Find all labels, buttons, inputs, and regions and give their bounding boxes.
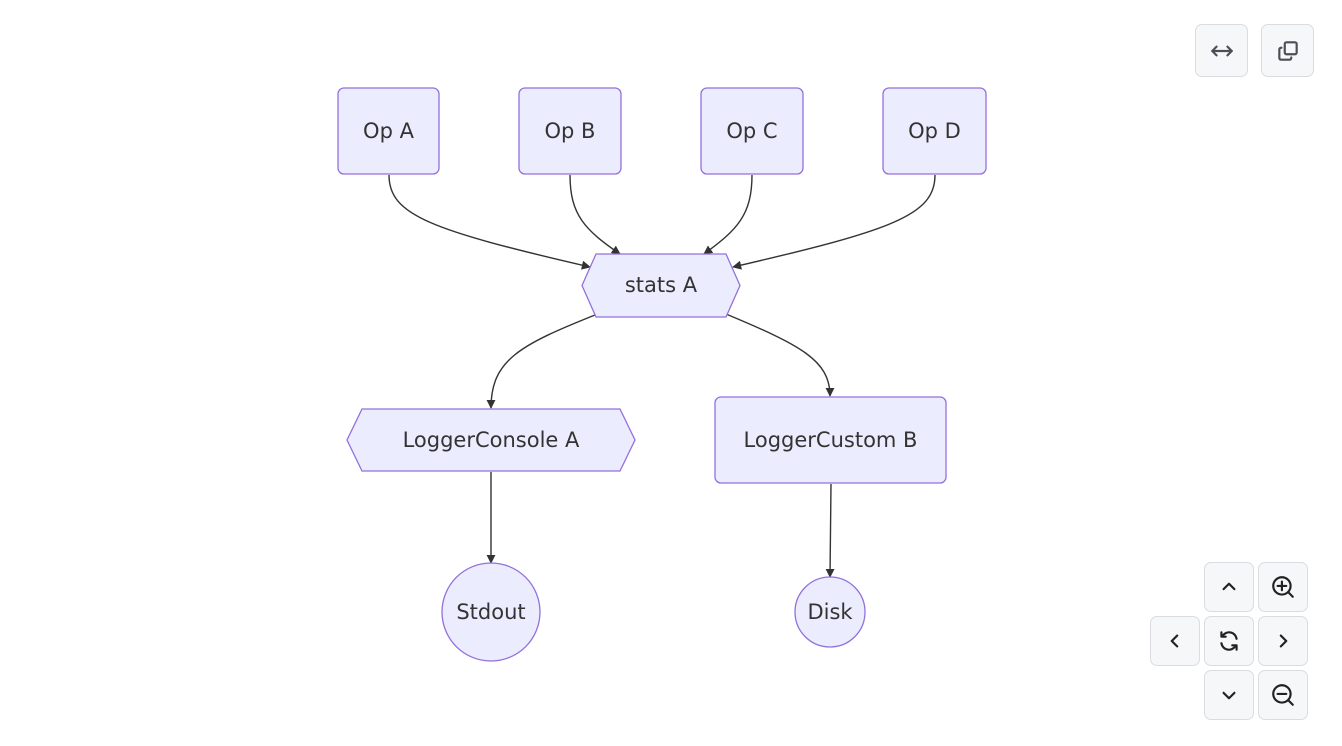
- edge-opC-statsA: [703, 174, 753, 255]
- pan-up-button[interactable]: [1204, 562, 1254, 612]
- node-shape: [441, 562, 541, 662]
- node-label: Op A: [363, 119, 415, 143]
- node-shape: [581, 253, 741, 318]
- node-shape: [518, 87, 622, 175]
- edges: [388, 174, 936, 578]
- node-label: LoggerConsole A: [403, 428, 580, 452]
- node-shape: [882, 87, 987, 175]
- node-stdout[interactable]: Stdout: [441, 562, 541, 662]
- node-label: Op D: [908, 119, 961, 143]
- node-shape: [714, 396, 947, 484]
- reset-view-button[interactable]: [1204, 616, 1254, 666]
- node-label: Op B: [545, 119, 596, 143]
- edge-statsA-loggerCustomB: [725, 313, 835, 397]
- node-shape: [700, 87, 804, 175]
- fit-width-button[interactable]: [1195, 24, 1248, 77]
- node-op-a[interactable]: Op A: [337, 87, 440, 175]
- refresh-icon: [1220, 631, 1238, 651]
- copy-icon: [1277, 40, 1298, 61]
- node-label: LoggerCustom B: [744, 428, 918, 452]
- node-shape: [346, 408, 636, 472]
- arrows-horizontal-icon: [1210, 45, 1233, 56]
- zoom-out-button[interactable]: [1258, 670, 1308, 720]
- node-disk[interactable]: Disk: [794, 576, 866, 648]
- node-logger-console-a[interactable]: LoggerConsole A: [346, 408, 636, 472]
- node-label: Stdout: [456, 600, 525, 624]
- zoom-out-icon: [1272, 684, 1294, 706]
- node-label: Disk: [807, 600, 853, 624]
- node-label: Op C: [726, 119, 777, 143]
- chevron-left-icon: [1170, 634, 1179, 648]
- copy-button[interactable]: [1261, 24, 1314, 77]
- node-shape: [794, 576, 866, 648]
- node-op-d[interactable]: Op D: [882, 87, 987, 175]
- node-label: stats A: [625, 273, 698, 297]
- pan-left-button[interactable]: [1150, 616, 1200, 666]
- node-op-c[interactable]: Op C: [700, 87, 804, 175]
- node-shape: [337, 87, 440, 175]
- node-stats-a[interactable]: stats A: [581, 253, 741, 318]
- zoom-in-icon: [1272, 576, 1294, 598]
- chevron-down-icon: [1222, 691, 1236, 700]
- edge-statsA-loggerConsoleA: [486, 314, 596, 409]
- edge-loggerCustomB-disk: [825, 483, 835, 578]
- edge-opA-statsA: [388, 174, 591, 270]
- chevron-up-icon: [1222, 582, 1236, 591]
- edge-opB-statsA: [569, 174, 621, 255]
- pan-down-button[interactable]: [1204, 670, 1254, 720]
- pan-right-button[interactable]: [1258, 616, 1308, 666]
- zoom-in-button[interactable]: [1258, 562, 1308, 612]
- edge-opD-statsA: [732, 174, 936, 270]
- chevron-right-icon: [1279, 634, 1288, 648]
- node-op-b[interactable]: Op B: [518, 87, 622, 175]
- node-logger-custom-b[interactable]: LoggerCustom B: [714, 396, 947, 484]
